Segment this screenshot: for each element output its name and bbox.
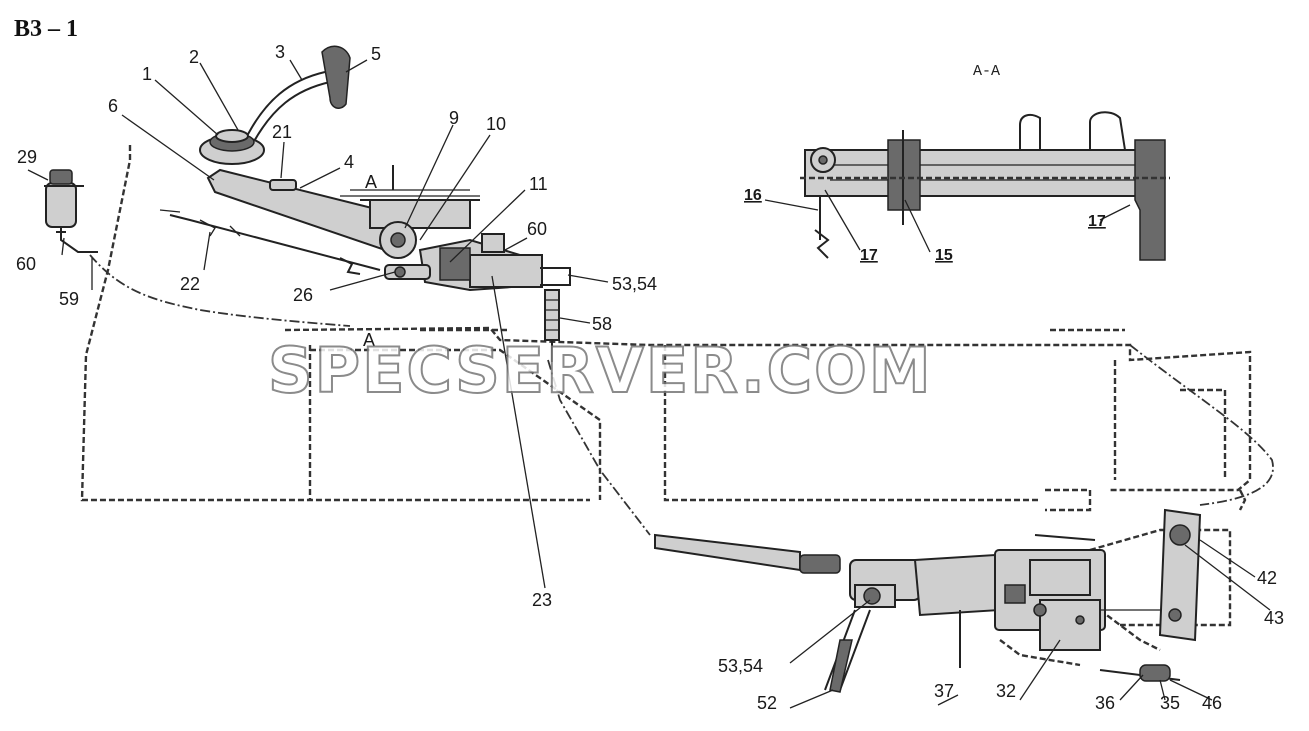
callout-60-left: 60 xyxy=(16,254,36,274)
clutch-pedal-assembly xyxy=(159,45,571,362)
callout-26: 26 xyxy=(293,285,313,305)
callout-36: 36 xyxy=(1095,693,1115,713)
callout-58: 58 xyxy=(592,314,612,334)
cab-outline xyxy=(80,145,1252,667)
callout-9: 9 xyxy=(449,108,459,128)
callout-60-upper: 60 xyxy=(527,219,547,239)
callout-35: 35 xyxy=(1160,693,1180,713)
section-mark-a-upper: A xyxy=(365,172,377,192)
callout-23: 23 xyxy=(532,590,552,610)
watermark: SPECSERVER.COM xyxy=(268,334,933,407)
callout-46: 46 xyxy=(1202,693,1222,713)
section-callout-17-right: 17 xyxy=(1088,213,1106,230)
callout-3: 3 xyxy=(275,42,285,62)
hydraulic-lines xyxy=(89,254,1274,536)
callout-1: 1 xyxy=(142,64,152,84)
callout-53-54-upper: 53,54 xyxy=(612,274,657,294)
fluid-reservoir xyxy=(44,169,98,253)
callout-53-54-lower: 53,54 xyxy=(718,656,763,676)
callout-21: 21 xyxy=(272,122,292,142)
callout-43: 43 xyxy=(1264,608,1284,628)
callout-42: 42 xyxy=(1257,568,1277,588)
callout-22: 22 xyxy=(180,274,200,294)
leader-lines xyxy=(27,59,1271,709)
section-callout-17-left: 17 xyxy=(860,247,878,264)
section-aa-detail xyxy=(800,111,1170,261)
figure-title: B3 – 1 xyxy=(14,16,78,42)
section-title: A-A xyxy=(973,63,1000,80)
callout-2: 2 xyxy=(189,47,199,67)
section-callout-15: 15 xyxy=(935,247,953,264)
callout-37: 37 xyxy=(934,681,954,701)
clutch-booster-assembly xyxy=(654,508,1202,693)
callout-10: 10 xyxy=(486,114,506,134)
callout-labels: 1 2 3 5 6 21 4 9 10 11 60 29 22 26 53,54… xyxy=(16,42,1284,713)
callout-32: 32 xyxy=(996,681,1016,701)
callout-6: 6 xyxy=(108,96,118,116)
callout-5: 5 xyxy=(371,44,381,64)
callout-11: 11 xyxy=(529,174,548,194)
callout-52: 52 xyxy=(757,693,777,713)
section-mark-a-lower: A xyxy=(363,330,375,350)
callout-59: 59 xyxy=(59,289,79,309)
callout-29: 29 xyxy=(17,147,37,167)
callout-4: 4 xyxy=(344,152,354,172)
section-callout-labels: 16 17 15 17 xyxy=(744,187,1106,264)
section-callout-16: 16 xyxy=(744,187,762,204)
